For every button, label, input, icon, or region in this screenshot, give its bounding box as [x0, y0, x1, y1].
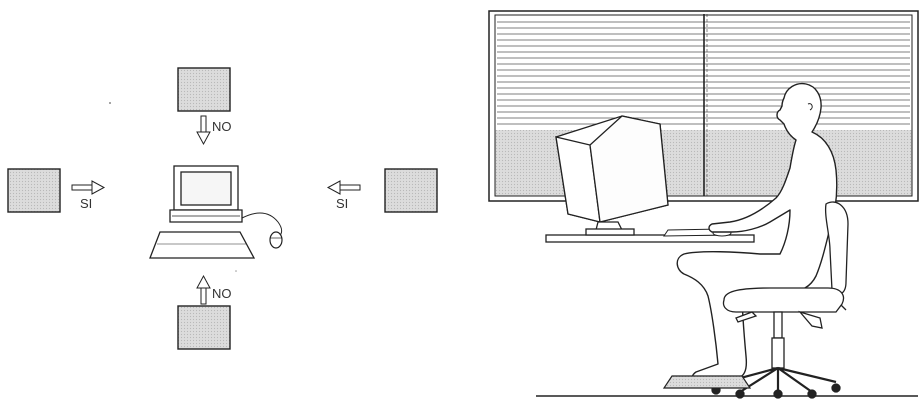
mouse-icon [270, 232, 282, 248]
speck [235, 270, 237, 272]
laptop-icon [150, 166, 282, 258]
label-top: NO [212, 119, 232, 134]
workstation-scene [489, 11, 918, 398]
monitor-icon [556, 116, 668, 235]
label-bottom: NO [212, 286, 232, 301]
arrow-right-icon [72, 181, 104, 194]
window-panel-left-icon [8, 169, 60, 212]
footrest-icon [664, 376, 750, 388]
speck [109, 102, 111, 104]
window-panel-top-icon [178, 68, 230, 111]
window-panel-right-icon [385, 169, 437, 212]
window-blinds-icon [489, 11, 918, 201]
label-left: SI [80, 196, 92, 211]
arrow-down-icon [197, 116, 210, 144]
arrow-up-icon [197, 276, 210, 304]
arrow-left-icon [328, 181, 360, 194]
label-right: SI [336, 196, 348, 211]
placement-schema: NO NO SI SI [8, 68, 437, 349]
window-panel-bottom-icon [178, 306, 230, 349]
